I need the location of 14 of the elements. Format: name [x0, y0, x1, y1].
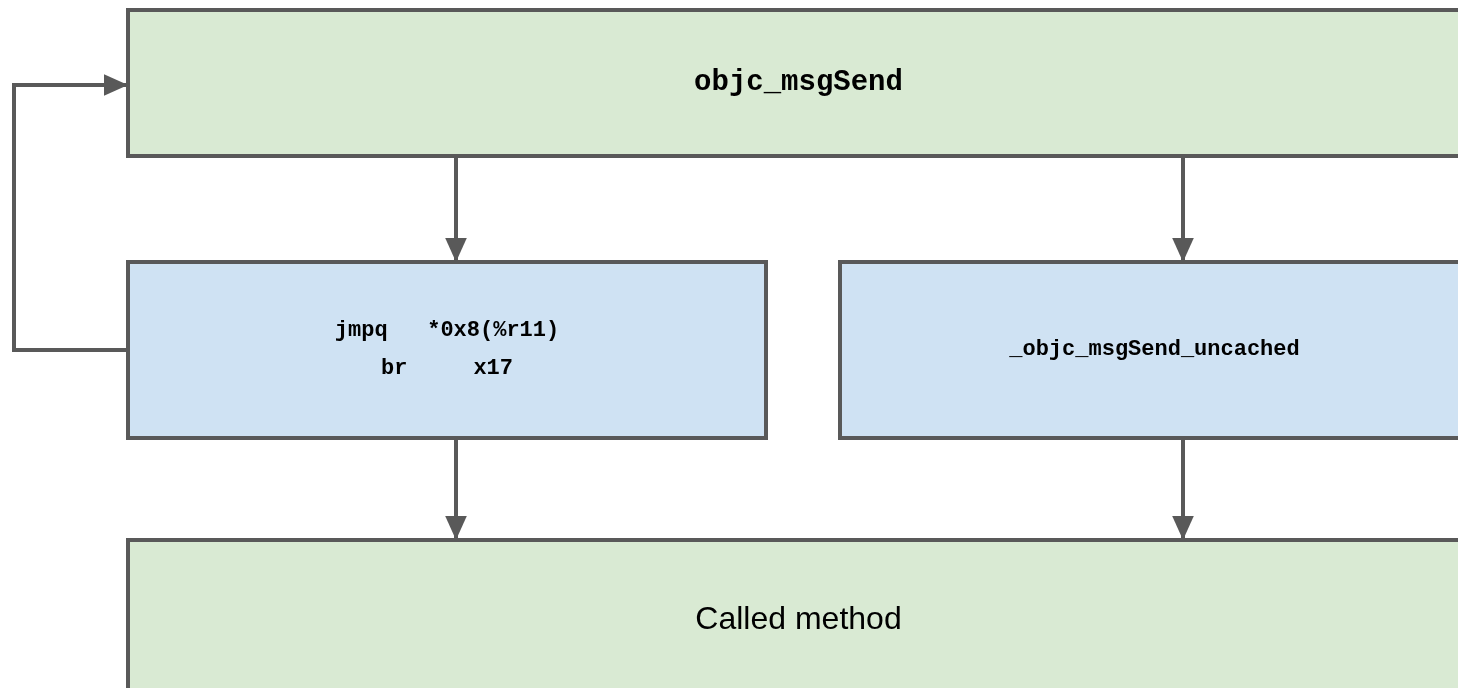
arrow	[1172, 158, 1194, 262]
box-label: _objc_msgSend_uncached	[1009, 336, 1300, 364]
process-box	[126, 260, 768, 440]
process-box	[126, 538, 1458, 688]
arrow	[12, 74, 128, 352]
process-box	[838, 260, 1458, 440]
box-label: Called method	[695, 599, 902, 638]
arrow	[445, 440, 467, 540]
box-label: br x17	[381, 355, 513, 383]
arrow	[445, 158, 467, 262]
box-label: jmpq *0x8(%r11)	[334, 317, 560, 345]
box-label: objc_msgSend	[694, 65, 903, 102]
process-box	[126, 8, 1458, 158]
arrow	[1172, 440, 1194, 540]
